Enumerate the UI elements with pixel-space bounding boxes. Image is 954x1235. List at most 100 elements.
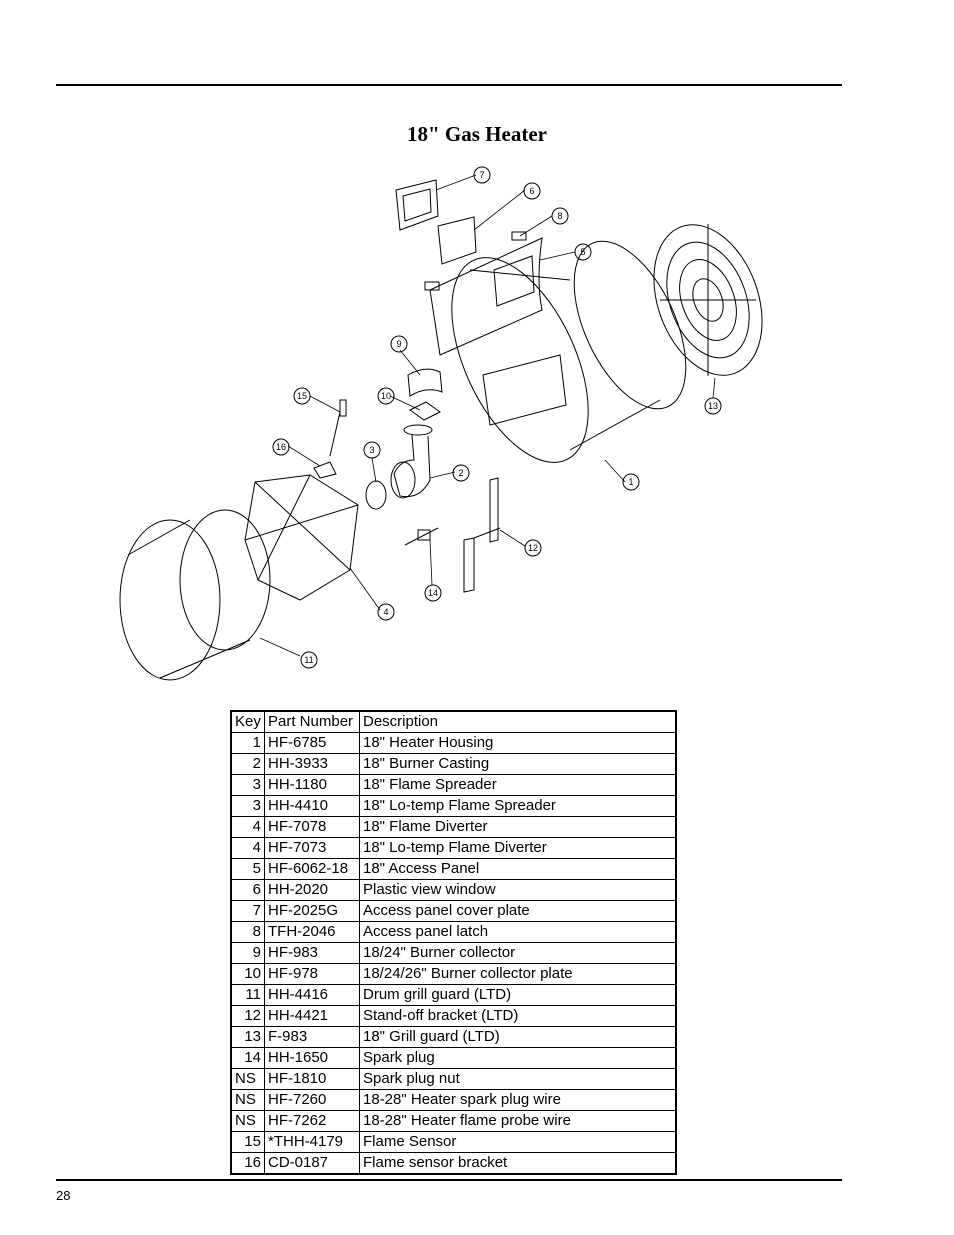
cell-description: 18/24/26" Burner collector plate [359, 963, 677, 985]
access-panel-drawing [429, 237, 543, 356]
cell-part-number: HH-4421 [264, 1005, 360, 1027]
cell-description: 18" Lo-temp Flame Diverter [359, 837, 677, 859]
cell-key: 12 [230, 1005, 265, 1027]
cell-description: Plastic view window [359, 879, 677, 901]
cell-key: 2 [230, 753, 265, 775]
flame-sensor-bracket-drawing [313, 461, 337, 479]
callout-7: 7 [479, 170, 484, 180]
cell-key: 3 [230, 774, 265, 796]
callout-16: 16 [276, 442, 286, 452]
cell-key: NS [230, 1068, 265, 1090]
callout-8: 8 [557, 211, 562, 221]
callout-15: 15 [297, 391, 307, 401]
header-rule [56, 84, 842, 86]
heater-housing-drum-drawing [451, 240, 687, 463]
cell-part-number: HH-4416 [264, 984, 360, 1006]
cell-key: 7 [230, 900, 265, 922]
cell-description: Spark plug nut [359, 1068, 677, 1090]
cell-description: Access panel latch [359, 921, 677, 943]
footer-rule [56, 1179, 842, 1181]
flame-sensor-drawing [329, 399, 347, 457]
cell-part-number: HF-7073 [264, 837, 360, 859]
cell-key: 9 [230, 942, 265, 964]
callouts [259, 174, 716, 657]
table-header-row: Key Part Number Description [230, 710, 677, 733]
cell-key: 14 [230, 1047, 265, 1069]
cell-description: 18/24" Burner collector [359, 942, 677, 964]
callout-13: 13 [708, 401, 718, 411]
cell-description: 18" Grill guard (LTD) [359, 1026, 677, 1048]
cell-part-number: HH-3933 [264, 753, 360, 775]
cell-part-number: HF-6062-18 [264, 858, 360, 880]
cell-description: 18-28" Heater flame probe wire [359, 1110, 677, 1132]
cell-part-number: *THH-4179 [264, 1131, 360, 1153]
cell-key: 10 [230, 963, 265, 985]
cell-description: 18" Heater Housing [359, 732, 677, 754]
drum-grill-guard-drawing [119, 509, 271, 681]
page-number: 28 [56, 1188, 71, 1203]
page-title: 18" Gas Heater [407, 122, 547, 146]
cell-description: 18" Flame Diverter [359, 816, 677, 838]
cell-part-number: HF-978 [264, 963, 360, 985]
cell-key: NS [230, 1110, 265, 1132]
cell-description: 18" Burner Casting [359, 753, 677, 775]
cell-part-number: HH-1650 [264, 1047, 360, 1069]
callout-9: 9 [396, 339, 401, 349]
cell-description: Flame sensor bracket [359, 1152, 677, 1175]
flame-diverter-drawing [244, 474, 359, 601]
cell-part-number: HF-2025G [264, 900, 360, 922]
cell-key: 6 [230, 879, 265, 901]
callout-5: 5 [580, 247, 585, 257]
cell-part-number: HF-7260 [264, 1089, 360, 1111]
cell-description: Access panel cover plate [359, 900, 677, 922]
burner-collector-drawing [407, 368, 443, 397]
cell-description: 18" Flame Spreader [359, 774, 677, 796]
cell-description: Flame Sensor [359, 1131, 677, 1153]
access-panel-cover-plate-drawing [395, 179, 439, 231]
cell-key: 1 [230, 732, 265, 754]
cell-key: NS [230, 1089, 265, 1111]
callout-3: 3 [369, 445, 374, 455]
cell-part-number: HF-7078 [264, 816, 360, 838]
burner-collector-plate-drawing [409, 401, 441, 421]
cell-part-number: HH-4410 [264, 795, 360, 817]
cell-key: 16 [230, 1152, 265, 1175]
cell-part-number: TFH-2046 [264, 921, 360, 943]
cell-description: Spark plug [359, 1047, 677, 1069]
cell-key: 3 [230, 795, 265, 817]
cell-key: 4 [230, 816, 265, 838]
cell-part-number: F-983 [264, 1026, 360, 1048]
cell-description: Stand-off bracket (LTD) [359, 1005, 677, 1027]
callout-labels: 1 2 3 4 5 6 7 8 9 10 11 12 13 14 15 16 [272, 166, 722, 669]
stand-off-bracket-drawing [463, 477, 501, 593]
grill-guard-drawing [653, 224, 763, 376]
cell-key: 5 [230, 858, 265, 880]
callout-10: 10 [381, 391, 391, 401]
cell-part-number: HH-2020 [264, 879, 360, 901]
cell-description: Drum grill guard (LTD) [359, 984, 677, 1006]
cell-part-number: HF-983 [264, 942, 360, 964]
callout-6: 6 [529, 186, 534, 196]
cell-key: 15 [230, 1131, 265, 1153]
